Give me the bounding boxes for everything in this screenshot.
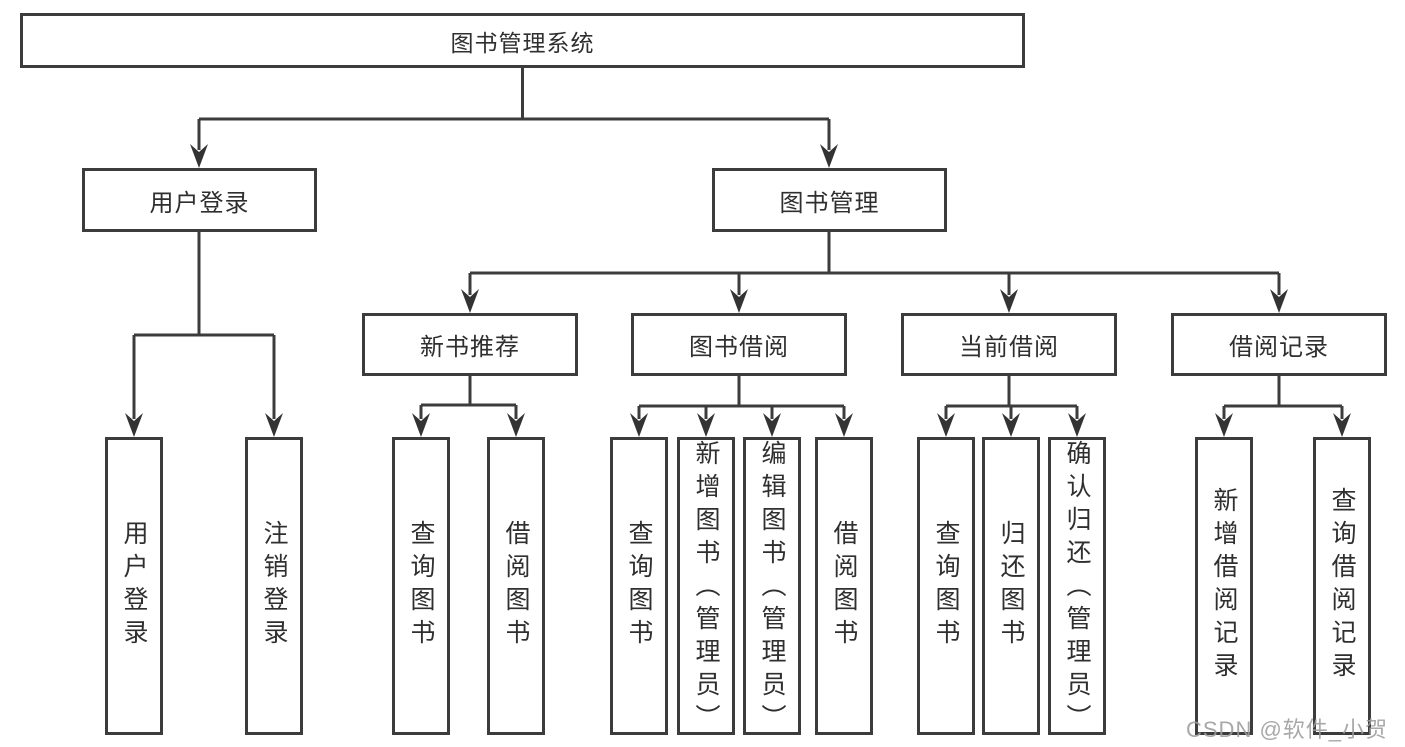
- node-leaf-add-books-admin: 新增图书（管理员）: [677, 437, 735, 737]
- node-library-management-system: 图书管理系统: [20, 13, 1025, 68]
- node-leaf-edit-books-admin: 编辑图书（管理员）: [743, 437, 801, 737]
- node-current-borrowing: 当前借阅: [901, 313, 1117, 376]
- node-leaf-query-books-recommend: 查询图书: [392, 437, 450, 735]
- node-leaf-return-books: 归还图书: [982, 437, 1040, 735]
- node-leaf-borrow-books-recommend: 借阅图书: [487, 437, 545, 735]
- node-borrowing-records: 借阅记录: [1171, 313, 1387, 376]
- node-new-book-recommendation: 新书推荐: [362, 313, 578, 376]
- node-leaf-query-borrow-record: 查询借阅记录: [1313, 437, 1371, 735]
- node-leaf-query-books-borrowing: 查询图书: [610, 437, 668, 735]
- node-leaf-query-books-current: 查询图书: [917, 437, 975, 735]
- node-leaf-logout: 注销登录: [245, 437, 303, 735]
- csdn-watermark: CSDN @软件_小贺同学: [1186, 717, 1389, 742]
- node-book-borrowing: 图书借阅: [631, 313, 847, 376]
- node-user-login: 用户登录: [82, 168, 317, 232]
- node-leaf-borrow-books: 借阅图书: [815, 437, 873, 735]
- node-leaf-confirm-return-admin: 确认归还（管理员）: [1048, 437, 1106, 737]
- node-book-management: 图书管理: [712, 168, 947, 232]
- node-leaf-user-login: 用户登录: [105, 437, 163, 735]
- node-leaf-add-borrow-record: 新增借阅记录: [1195, 437, 1253, 735]
